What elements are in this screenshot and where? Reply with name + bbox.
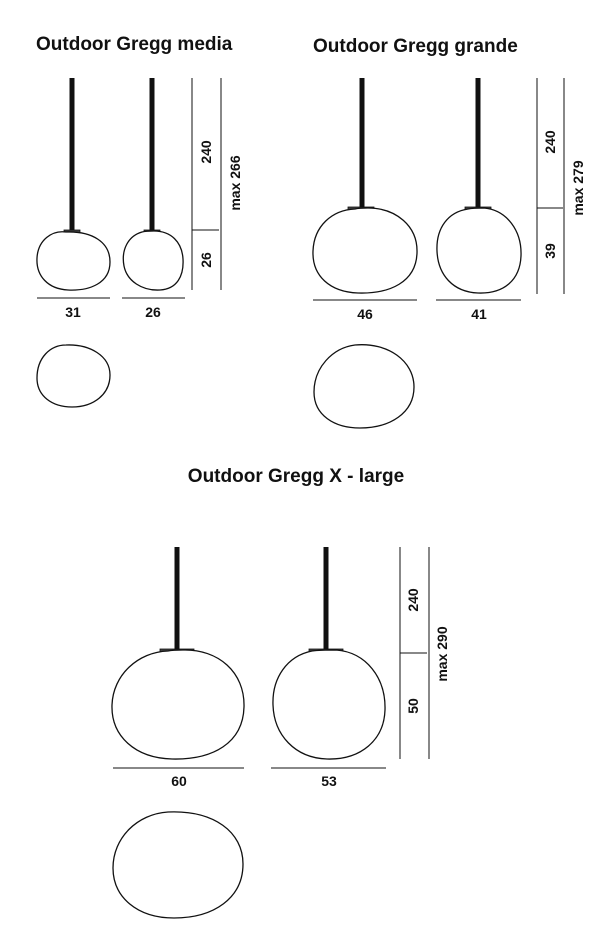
max-height-label-media: max 266 [227, 155, 243, 210]
width-label-grande-b: 41 [471, 306, 487, 322]
title-grande: Outdoor Gregg grande [313, 36, 518, 57]
lamp-xlarge-side [272, 649, 386, 760]
width-label-grande-a: 46 [357, 306, 373, 322]
top-view-grande [313, 344, 415, 429]
lamp-height-label-media: 26 [198, 252, 214, 268]
cable-height-label-grande: 240 [542, 130, 558, 154]
lamp-media-front [36, 231, 111, 291]
title-xlarge: Outdoor Gregg X - large [188, 466, 404, 487]
top-view-xlarge [112, 811, 244, 919]
width-label-xlarge-a: 60 [171, 773, 187, 789]
lamp-height-label-grande: 39 [542, 243, 558, 259]
lamp-media-side [122, 230, 184, 291]
title-media: Outdoor Gregg media [36, 34, 233, 55]
lamp-xlarge-front [111, 649, 245, 760]
cable-height-label-media: 240 [198, 140, 214, 164]
top-view-media [36, 344, 111, 408]
width-label-media-a: 31 [65, 304, 81, 320]
lamp-grande-side [436, 207, 522, 294]
max-height-label-grande: max 279 [570, 160, 586, 215]
width-label-xlarge-b: 53 [321, 773, 337, 789]
lamp-grande-front [312, 207, 418, 294]
max-height-label-xlarge: max 290 [434, 626, 450, 681]
lamp-height-label-xlarge: 50 [405, 698, 421, 714]
cable-height-label-xlarge: 240 [405, 588, 421, 612]
width-label-media-b: 26 [145, 304, 161, 320]
